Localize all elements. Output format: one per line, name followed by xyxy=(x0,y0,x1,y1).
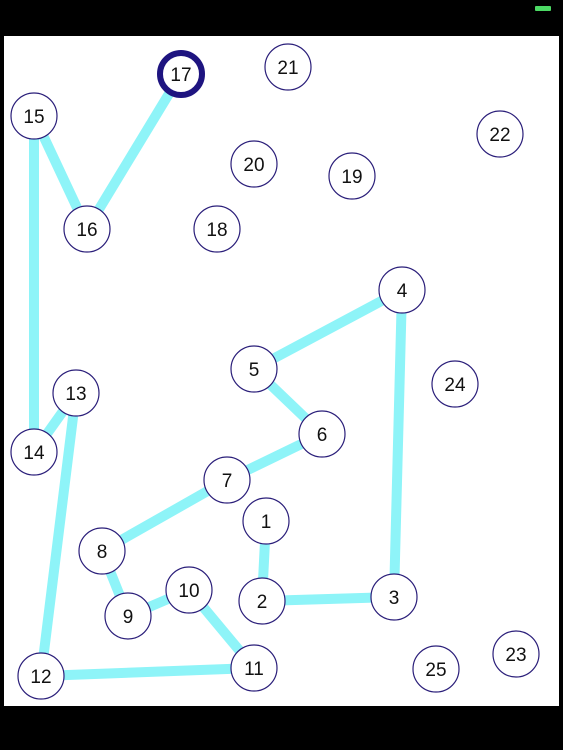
node-circle[interactable] xyxy=(298,410,346,458)
node-circle[interactable] xyxy=(17,652,65,700)
node-12[interactable]: 12 xyxy=(17,652,65,700)
node-circle[interactable] xyxy=(476,110,524,158)
node-circle[interactable] xyxy=(230,345,278,393)
node-circle[interactable] xyxy=(238,577,286,625)
node-8[interactable]: 8 xyxy=(78,527,126,575)
node-circle[interactable] xyxy=(193,205,241,253)
node-circle[interactable] xyxy=(165,566,213,614)
node-22[interactable]: 22 xyxy=(476,110,524,158)
node-circle[interactable] xyxy=(328,152,376,200)
node-13[interactable]: 13 xyxy=(52,369,100,417)
node-label: 17 xyxy=(170,65,191,86)
node-label: 11 xyxy=(244,659,264,680)
node-circle[interactable] xyxy=(10,92,58,140)
node-circle[interactable] xyxy=(230,644,278,692)
node-label: 12 xyxy=(30,667,51,688)
node-circle[interactable] xyxy=(104,592,152,640)
node-11[interactable]: 11 xyxy=(230,644,278,692)
node-label: 20 xyxy=(243,155,264,176)
node-label: 18 xyxy=(206,220,227,241)
node-label: 3 xyxy=(389,588,400,609)
node-circle[interactable] xyxy=(431,360,479,408)
node-7[interactable]: 7 xyxy=(203,456,251,504)
node-label: 1 xyxy=(261,512,272,533)
node-16[interactable]: 16 xyxy=(63,205,111,253)
node-label: 23 xyxy=(505,645,526,666)
node-5[interactable]: 5 xyxy=(230,345,278,393)
node-circle[interactable] xyxy=(203,456,251,504)
node-label: 7 xyxy=(222,471,233,492)
node-1[interactable]: 1 xyxy=(242,497,290,545)
node-21[interactable]: 21 xyxy=(264,43,312,91)
node-label: 15 xyxy=(23,107,44,128)
node-2[interactable]: 2 xyxy=(238,577,286,625)
node-23[interactable]: 23 xyxy=(492,630,540,678)
node-18[interactable]: 18 xyxy=(193,205,241,253)
node-9[interactable]: 9 xyxy=(104,592,152,640)
node-circle[interactable] xyxy=(63,205,111,253)
path-segment-7-8 xyxy=(97,475,232,556)
node-label: 10 xyxy=(178,581,199,602)
node-label: 14 xyxy=(23,443,45,464)
node-label: 22 xyxy=(489,125,510,146)
node-20[interactable]: 20 xyxy=(230,140,278,188)
bottom-bar xyxy=(0,706,563,750)
node-label: 9 xyxy=(123,607,134,628)
path-segment-3-4 xyxy=(389,285,407,602)
node-label: 16 xyxy=(76,220,97,241)
node-label: 19 xyxy=(341,167,362,188)
status-bar xyxy=(0,0,563,36)
node-10[interactable]: 10 xyxy=(165,566,213,614)
node-label: 4 xyxy=(397,281,408,302)
node-circle[interactable] xyxy=(370,573,418,621)
node-3[interactable]: 3 xyxy=(370,573,418,621)
node-6[interactable]: 6 xyxy=(298,410,346,458)
node-label: 5 xyxy=(249,360,260,381)
battery-icon xyxy=(535,6,551,11)
node-circle[interactable] xyxy=(78,527,126,575)
node-19[interactable]: 19 xyxy=(328,152,376,200)
node-circle[interactable] xyxy=(157,50,205,98)
node-25[interactable]: 25 xyxy=(412,645,460,693)
path-segment-4-5 xyxy=(249,285,407,374)
node-label: 2 xyxy=(257,592,268,613)
node-current-17[interactable]: 17 xyxy=(157,50,205,98)
node-14[interactable]: 14 xyxy=(10,428,58,476)
node-circle[interactable] xyxy=(242,497,290,545)
node-circle[interactable] xyxy=(52,369,100,417)
node-circle[interactable] xyxy=(264,43,312,91)
node-circle[interactable] xyxy=(492,630,540,678)
node-label: 21 xyxy=(277,58,298,79)
node-label: 13 xyxy=(65,384,86,405)
node-circle[interactable] xyxy=(412,645,460,693)
node-label: 6 xyxy=(317,425,328,446)
node-4[interactable]: 4 xyxy=(378,266,426,314)
node-circle[interactable] xyxy=(230,140,278,188)
node-24[interactable]: 24 xyxy=(431,360,479,408)
path-segment-16-17 xyxy=(82,69,186,234)
path-segment-12-13 xyxy=(36,388,81,681)
node-label: 24 xyxy=(444,375,466,396)
path-segment-11-12 xyxy=(36,663,259,681)
node-15[interactable]: 15 xyxy=(10,92,58,140)
node-label: 8 xyxy=(97,542,108,563)
node-label: 25 xyxy=(425,660,446,681)
node-circle[interactable] xyxy=(10,428,58,476)
node-circle[interactable] xyxy=(378,266,426,314)
